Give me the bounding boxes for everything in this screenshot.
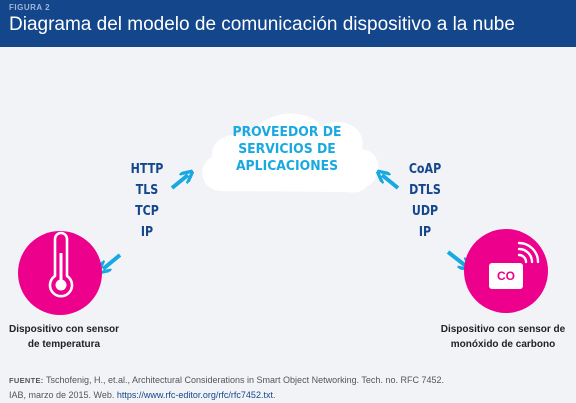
cloud-label-line: PROVEEDOR DE — [232, 124, 342, 140]
source-text: Tschofenig, H., et.al., Architectural Co… — [43, 375, 444, 385]
co-device — [464, 229, 548, 313]
arrow-left-top — [170, 175, 188, 190]
figure-title: Diagrama del modelo de comunicación disp… — [9, 14, 515, 35]
protocol-item: CoAP — [408, 162, 442, 177]
device-label-line: Dispositivo con sensor — [8, 324, 120, 335]
source-tail: . — [272, 390, 276, 400]
protocol-item: HTTP — [130, 162, 164, 177]
figure-label: FIGURA 2 — [9, 3, 51, 12]
cloud-label: PROVEEDOR DE SERVICIOS DE APLICACIONES — [218, 124, 356, 175]
protocol-item: DTLS — [409, 183, 441, 198]
arrow-left-bottom — [103, 253, 122, 269]
diagram-canvas — [18, 113, 548, 315]
protocol-item: TLS — [135, 183, 159, 198]
protocol-item: UDP — [411, 204, 439, 219]
temperature-device-label: Dispositivo con sensor de temperatura — [0, 322, 128, 352]
co-sensor-icon — [489, 241, 540, 289]
arrow-right-bottom — [446, 250, 466, 266]
source-text-2: IAB, marzo de 2015. Web. — [9, 390, 117, 400]
figure-header: FIGURA 2 Diagrama del modelo de comunica… — [0, 0, 576, 47]
co-device-label: Dispositivo con sensor de monóxido de ca… — [430, 322, 576, 352]
device-label-line: Dispositivo con sensor de — [440, 324, 566, 335]
co-badge-text: CO — [497, 269, 515, 283]
cloud-shape — [202, 113, 379, 193]
protocol-stack-left: HTTP TLS TCP IP — [126, 159, 169, 243]
source-note: FUENTE: Tschofenig, H., et.al., Architec… — [9, 373, 569, 403]
protocol-stack-right: CoAP DTLS UDP IP — [404, 159, 447, 243]
source-label: FUENTE: — [9, 376, 44, 385]
protocol-item: IP — [418, 225, 432, 240]
device-label-line: de temperatura — [27, 339, 101, 350]
protocol-item: IP — [140, 225, 154, 240]
thermometer-icon — [48, 231, 74, 298]
cloud-label-line: APLICACIONES — [235, 158, 339, 174]
arrow-right-top — [382, 175, 400, 190]
device-label-line: monóxido de carbono — [450, 339, 556, 350]
cloud-label-line: SERVICIOS DE — [238, 141, 336, 157]
temperature-device — [18, 231, 102, 315]
protocol-item: TCP — [135, 204, 159, 219]
source-link[interactable]: https://www.rfc-editor.org/rfc/rfc7452.t… — [116, 390, 273, 400]
